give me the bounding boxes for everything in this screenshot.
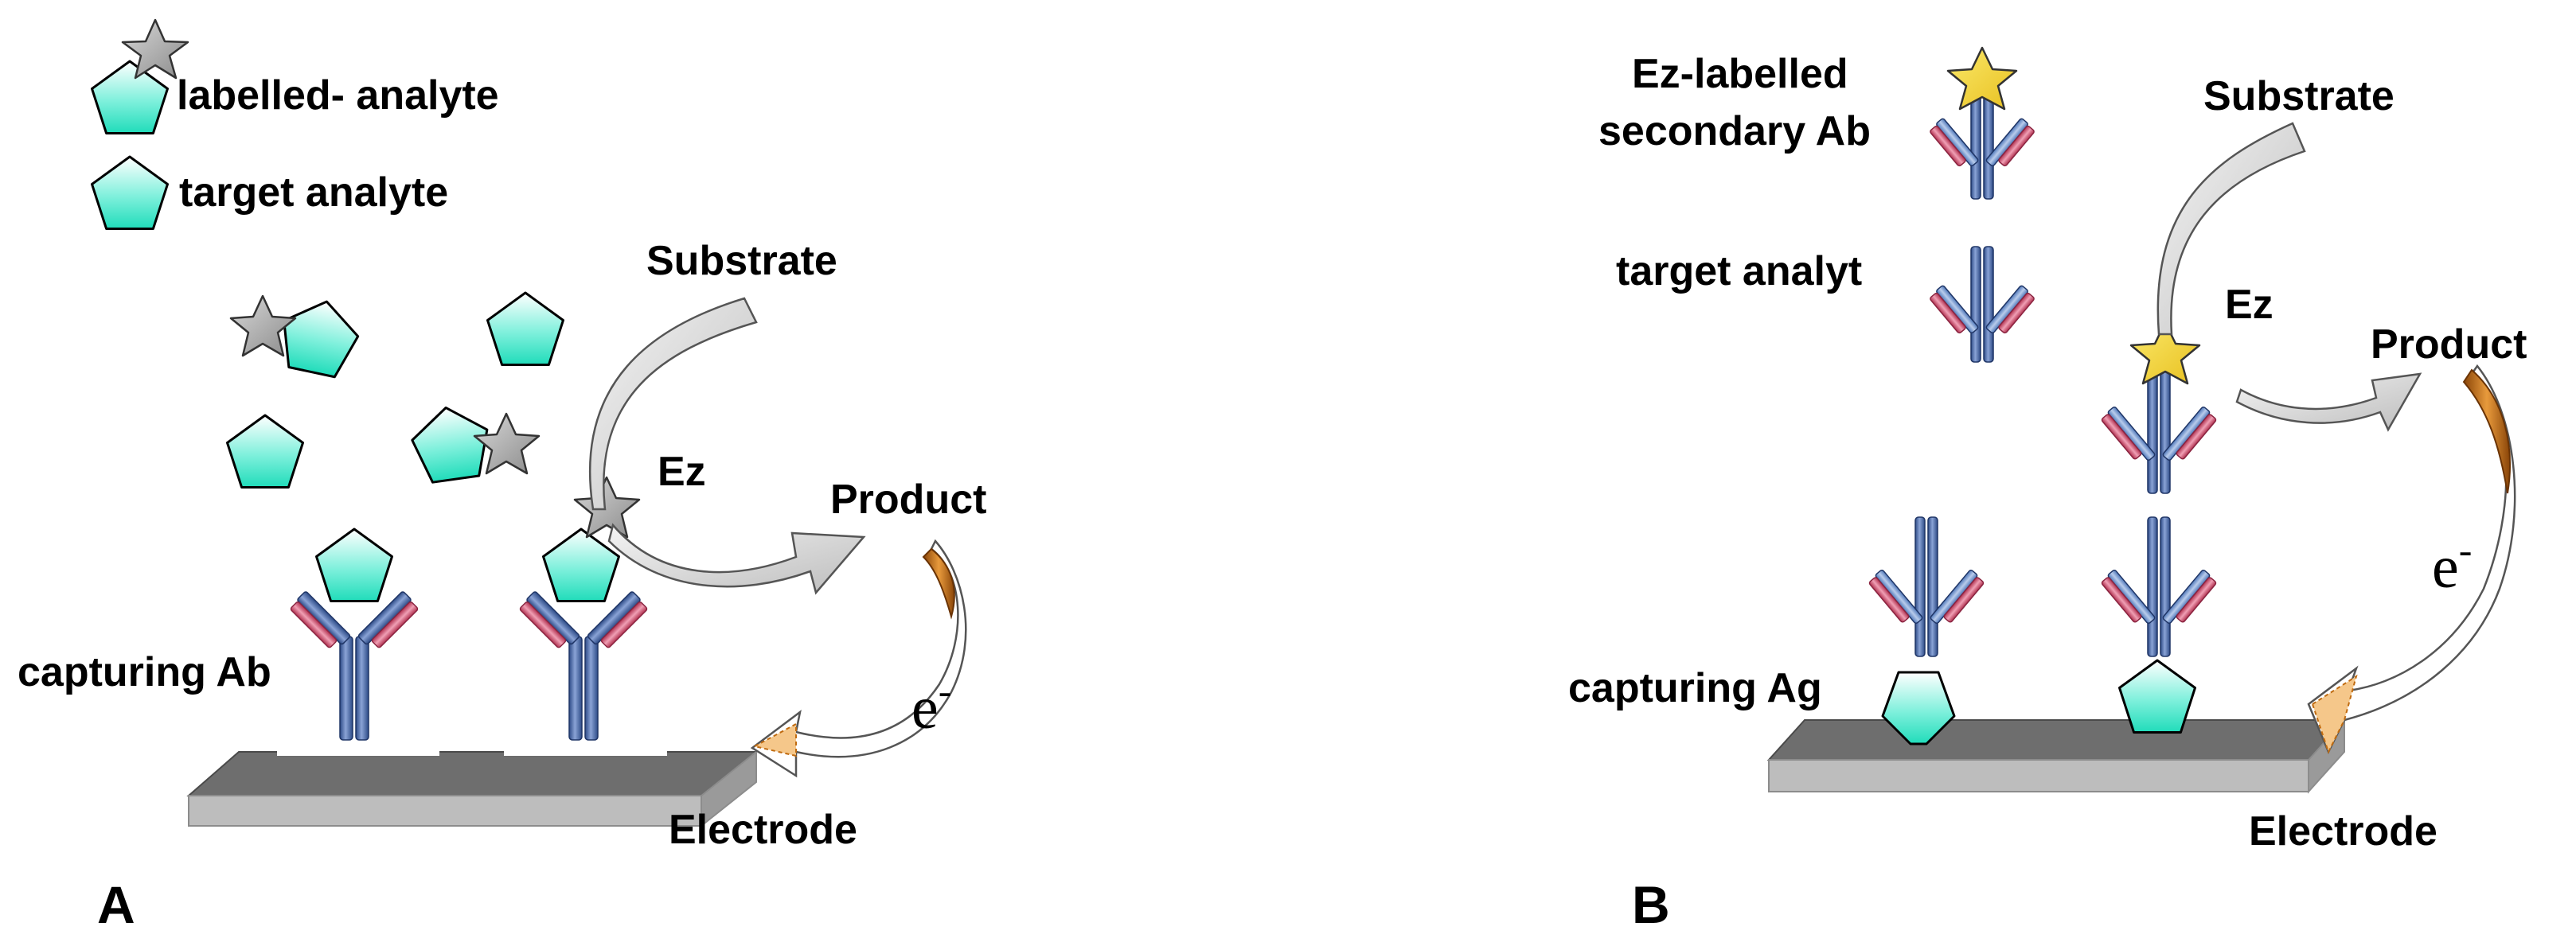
- substrate-arrow-b-icon: [2156, 122, 2306, 336]
- free-target-analyte-1-icon: [486, 291, 564, 366]
- enzyme-label-b: Ez: [2225, 282, 2274, 328]
- product-arrow-b-icon: [2235, 372, 2422, 432]
- target-antibody-2-icon: [2101, 516, 2217, 657]
- secondary-antibody-icon: [2101, 361, 2217, 494]
- legend-labelled-analyte-icon: [91, 18, 189, 134]
- free-labelled-analyte-2-icon: [411, 406, 541, 484]
- free-target-analyte-2-icon: [226, 414, 304, 489]
- capturing-antigen-1-icon: [1881, 671, 1956, 746]
- legend-target-analyte-label: target analyte: [179, 169, 448, 216]
- enzyme-star-b-icon: [2129, 321, 2201, 385]
- capturing-antibody-1-icon: [290, 591, 419, 741]
- capturing-ab-label: capturing Ab: [18, 649, 271, 695]
- target-analyte-label-b: target analyt: [1616, 248, 1862, 294]
- capturing-ag-label: capturing Ag: [1568, 665, 1822, 711]
- legend-target-antibody-icon: [1930, 246, 2035, 363]
- product-label-b: Product: [2371, 321, 2527, 368]
- legend-secondary-antibody-icon: [1930, 46, 2035, 200]
- target-antibody-1-icon: [1868, 516, 1985, 657]
- capturing-antibody-2-icon: [519, 591, 648, 741]
- substrate-arrow-a-icon: [588, 297, 758, 511]
- substrate-label-b: Substrate: [2203, 73, 2395, 119]
- panel-letter-b: B: [1632, 875, 1670, 934]
- electron-charge-a: -: [939, 668, 952, 713]
- free-labelled-analyte-1-icon: [229, 294, 360, 379]
- enzyme-label-a: Ez: [658, 449, 706, 495]
- electrode-label-a: Electrode: [669, 807, 857, 853]
- bound-target-analyte-icon: [315, 528, 393, 602]
- secondary-ab-label-line1: Ez-labelled: [1632, 51, 1848, 97]
- panel-a: labelled- analyte target analyte Substra…: [18, 18, 986, 934]
- bound-labelled-analyte-icon: [542, 476, 641, 602]
- panel-letter-a: A: [97, 875, 135, 934]
- electron-label-b: e-: [2432, 528, 2472, 601]
- electrode-b: [1766, 718, 2347, 794]
- electron-label-a: e-: [911, 668, 951, 742]
- electron-charge-b: -: [2459, 528, 2473, 572]
- legend-target-analyte-icon: [91, 155, 169, 230]
- secondary-ab-label-line2: secondary Ab: [1598, 108, 1871, 154]
- electrode-label-b: Electrode: [2249, 808, 2437, 855]
- panel-b: Ez-labelled secondary Ab target analyt S…: [1568, 46, 2527, 934]
- capturing-antigen-2-icon: [2118, 659, 2196, 734]
- legend-labelled-analyte-label: labelled- analyte: [177, 72, 499, 119]
- electron-transfer-a-icon: [750, 539, 967, 778]
- substrate-label-a: Substrate: [646, 238, 837, 284]
- product-label-a: Product: [830, 477, 986, 523]
- product-arrow-a-icon: [607, 523, 866, 595]
